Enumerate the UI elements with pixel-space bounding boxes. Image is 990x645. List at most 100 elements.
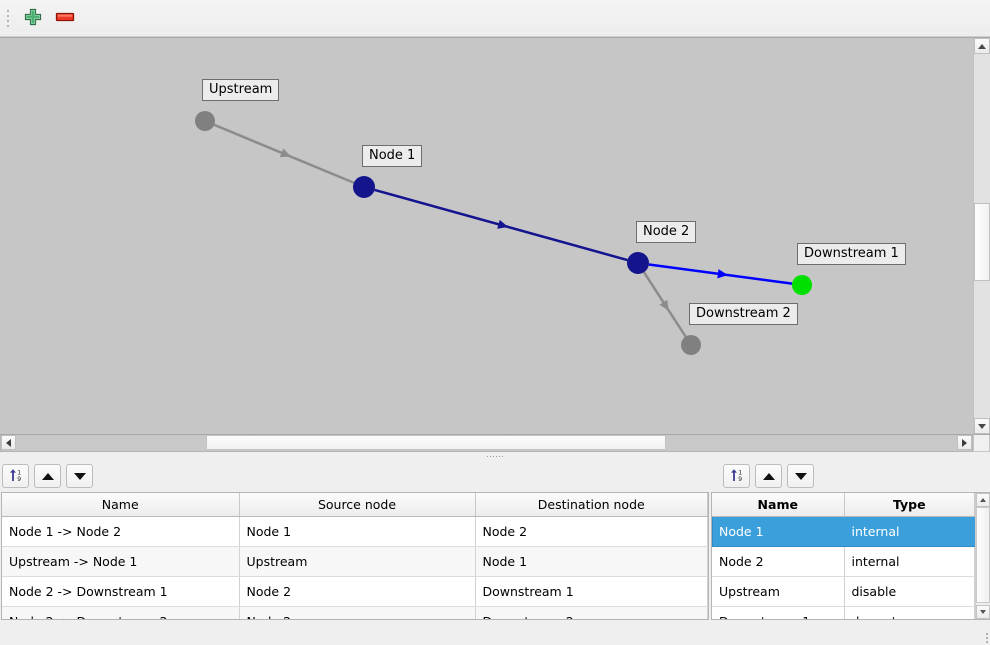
main-toolbar (0, 0, 990, 37)
triangle-down-icon (795, 473, 807, 480)
nodes-table-header-row: Name Type (712, 493, 975, 517)
nodes-table-row[interactable]: Upstreamdisable (712, 577, 975, 607)
nodes-column-header-name[interactable]: Name (712, 493, 844, 517)
nodes-table-row[interactable]: Downstream 1downstream (712, 607, 975, 620)
grip-dot (986, 637, 988, 639)
vscroll-thumb[interactable] (974, 203, 990, 281)
chevron-right-icon (962, 439, 967, 447)
edge-name-cell: Node 2 -> Downstream 1 (2, 577, 239, 607)
add-node-button[interactable] (18, 3, 48, 33)
grip-dot (7, 25, 9, 27)
grip-dot (7, 15, 9, 17)
toolbar-drag-handle[interactable] (3, 6, 12, 30)
edges-move-up-button[interactable] (34, 464, 61, 488)
nodes-move-down-button[interactable] (787, 464, 814, 488)
scroll-right-button[interactable] (957, 435, 972, 450)
nodes-table-row[interactable]: Node 1internal (712, 517, 975, 547)
splitter-dot (487, 456, 488, 457)
canvas-horizontal-scrollbar-row (0, 435, 990, 452)
nodes-sort-button[interactable]: 1 9 (723, 464, 750, 488)
chevron-down-icon (978, 424, 986, 429)
edges-panel: 1 9 (0, 460, 711, 620)
node-type-cell: disable (844, 577, 975, 607)
edge-name-cell: Upstream -> Node 1 (2, 547, 239, 577)
window-resize-grip[interactable] (978, 631, 988, 643)
graph-node-node2[interactable] (627, 252, 649, 274)
scroll-up-button[interactable] (974, 38, 990, 54)
edges-move-down-button[interactable] (66, 464, 93, 488)
edges-table-scroll[interactable]: Name Source node Destination node Node 1… (2, 493, 708, 619)
edges-table: Name Source node Destination node Node 1… (2, 493, 708, 619)
nodes-scroll-up-button[interactable] (976, 493, 990, 507)
scroll-left-button[interactable] (1, 435, 16, 450)
triangle-up-icon (42, 473, 54, 480)
nodes-scroll-thumb[interactable] (976, 507, 990, 603)
node-name-cell: Node 1 (712, 517, 844, 547)
graph-edges-layer (0, 38, 973, 434)
edges-panel-toolbar: 1 9 (0, 460, 711, 492)
status-bar (0, 620, 990, 645)
edges-table-row[interactable]: Node 2 -> Downstream 2Node 2Downstream 2 (2, 607, 708, 620)
triangle-down-icon (74, 473, 86, 480)
edges-table-row[interactable]: Node 1 -> Node 2Node 1Node 2 (2, 517, 708, 547)
graph-node-node1[interactable] (353, 176, 375, 198)
splitter-dot (490, 456, 491, 457)
edge-source-node-cell: Upstream (239, 547, 475, 577)
canvas-horizontal-scrollbar[interactable] (0, 435, 973, 452)
edge-source-node-cell: Node 1 (239, 517, 475, 547)
splitter-dot (499, 456, 500, 457)
svg-text:9: 9 (17, 476, 21, 483)
graph-canvas[interactable]: UpstreamNode 1 Node 2 Downstream 1 Downstre… (0, 37, 973, 435)
nodes-table-row[interactable]: Node 2internal (712, 547, 975, 577)
graph-node-label-downstream2[interactable]: Downstream 2 (689, 303, 798, 325)
edges-sort-button[interactable]: 1 9 (2, 464, 29, 488)
lower-panels: 1 9 (0, 460, 990, 620)
nodes-column-header-type[interactable]: Type (844, 493, 975, 517)
edge-destination-node-cell: Downstream 2 (475, 607, 708, 620)
graph-node-label-downstream1[interactable]: Downstream 1 (797, 243, 906, 265)
grip-dot (986, 641, 988, 643)
hscroll-thumb[interactable] (206, 435, 666, 450)
triangle-up-icon (763, 473, 775, 480)
chevron-up-icon (978, 44, 986, 49)
graph-node-upstream[interactable] (195, 111, 215, 131)
scrollbar-corner (973, 435, 990, 452)
node-type-cell: internal (844, 517, 975, 547)
plus-icon (23, 7, 43, 30)
vscroll-track[interactable] (974, 54, 990, 418)
scroll-down-button[interactable] (974, 418, 990, 434)
edges-column-header-name[interactable]: Name (2, 493, 239, 517)
nodes-table-scroll[interactable]: Name Type Node 1internalNode 2internalUp… (712, 493, 975, 619)
canvas-vertical-scrollbar[interactable] (973, 37, 990, 435)
panel-splitter[interactable] (0, 452, 990, 460)
nodes-panel-toolbar: 1 9 (711, 460, 990, 492)
graph-node-downstream2[interactable] (681, 335, 701, 355)
nodes-table-vertical-scrollbar[interactable] (975, 493, 990, 619)
edge-name-cell: Node 1 -> Node 2 (2, 517, 239, 547)
svg-text:9: 9 (738, 476, 742, 483)
nodes-table-container: Name Type Node 1internalNode 2internalUp… (711, 492, 990, 620)
nodes-move-up-button[interactable] (755, 464, 782, 488)
chevron-up-icon (980, 498, 986, 502)
splitter-dots (487, 456, 503, 457)
chevron-left-icon (6, 439, 11, 447)
graph-node-label-upstream[interactable]: Upstream (202, 79, 279, 101)
edge-destination-node-cell: Downstream 1 (475, 577, 708, 607)
edge-source-node-cell: Node 2 (239, 577, 475, 607)
nodes-scroll-down-button[interactable] (976, 605, 990, 619)
node-name-cell: Downstream 1 (712, 607, 844, 620)
node-type-cell: internal (844, 547, 975, 577)
graph-node-downstream1[interactable] (792, 275, 812, 295)
edges-table-row[interactable]: Node 2 -> Downstream 1Node 2Downstream 1 (2, 577, 708, 607)
graph-node-label-node2[interactable]: Node 2 (636, 221, 696, 243)
remove-node-button[interactable] (50, 3, 80, 33)
edges-column-header-source[interactable]: Source node (239, 493, 475, 517)
edges-column-header-destination[interactable]: Destination node (475, 493, 708, 517)
graph-node-label-node1[interactable]: Node 1 (362, 145, 422, 167)
splitter-dot (493, 456, 494, 457)
edges-table-container: Name Source node Destination node Node 1… (1, 492, 709, 620)
minus-icon (54, 7, 76, 30)
nodes-table: Name Type Node 1internalNode 2internalUp… (712, 493, 975, 619)
edges-table-row[interactable]: Upstream -> Node 1UpstreamNode 1 (2, 547, 708, 577)
